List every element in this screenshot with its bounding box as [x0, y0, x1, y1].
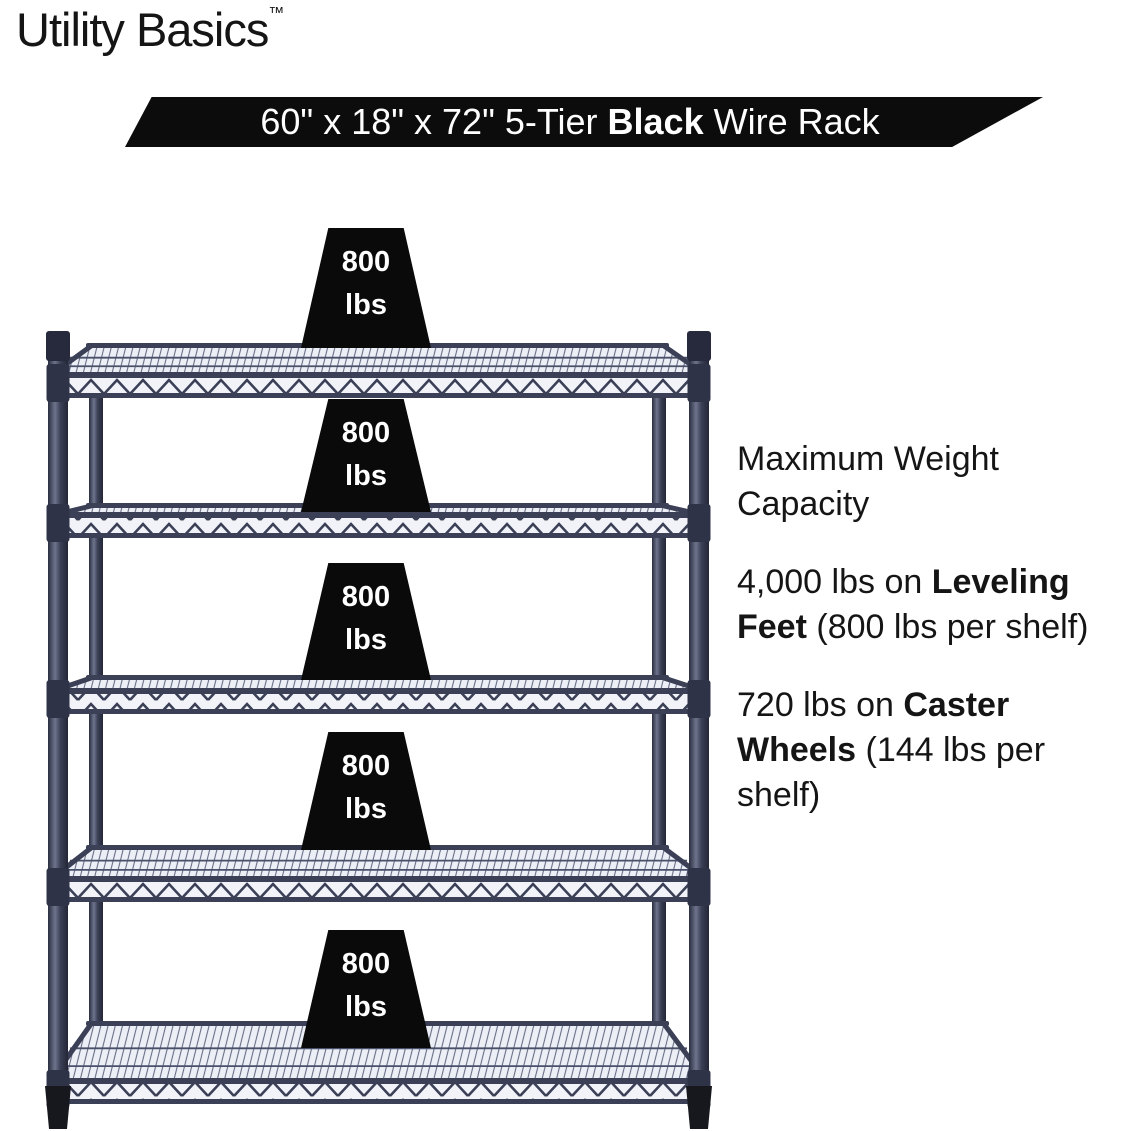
trademark-symbol: ™ [268, 5, 285, 22]
product-banner: 60" x 18" x 72" 5-Tier Black Wire Rack [125, 97, 1043, 147]
weight-unit: lbs [345, 793, 387, 825]
specs-panel: Maximum Weight Capacity 4,000 lbs on Lev… [737, 437, 1117, 851]
spec-text: 4,000 lbs on [737, 563, 932, 601]
weight-unit: lbs [345, 624, 387, 656]
weight-value: 800 [341, 750, 391, 782]
banner-suffix: Wire Rack [703, 101, 880, 142]
weight-value: 800 [341, 417, 391, 449]
weight-value: 800 [341, 581, 391, 613]
banner-highlight: Black [607, 101, 704, 142]
spec-text: (800 lbs per shelf) [806, 608, 1089, 646]
weight-value: 800 [341, 246, 391, 278]
weight-value: 800 [341, 948, 391, 980]
spec-leveling-feet: 4,000 lbs on Leveling Feet (800 lbs per … [737, 560, 1117, 650]
spec-text: 720 lbs on [737, 686, 904, 724]
weight-unit: lbs [345, 991, 387, 1023]
banner-prefix: 60" x 18" x 72" 5-Tier [260, 101, 608, 142]
specs-heading: Maximum Weight Capacity [737, 440, 999, 523]
spec-bold-text: Caster Wheels [737, 686, 1010, 769]
spec-text: (144 lbs per shelf) [737, 731, 1046, 814]
product-title: 60" x 18" x 72" 5-Tier Black Wire Rack [260, 101, 879, 143]
weight-unit: lbs [345, 460, 387, 492]
spec-bold-text: Leveling Feet [737, 563, 1070, 646]
brand-name: Utility Basics [16, 3, 269, 56]
brand-logo: Utility Basics™ [16, 2, 284, 57]
spec-caster-wheels: 720 lbs on Caster Wheels (144 lbs per sh… [737, 683, 1117, 818]
weight-unit: lbs [345, 289, 387, 321]
